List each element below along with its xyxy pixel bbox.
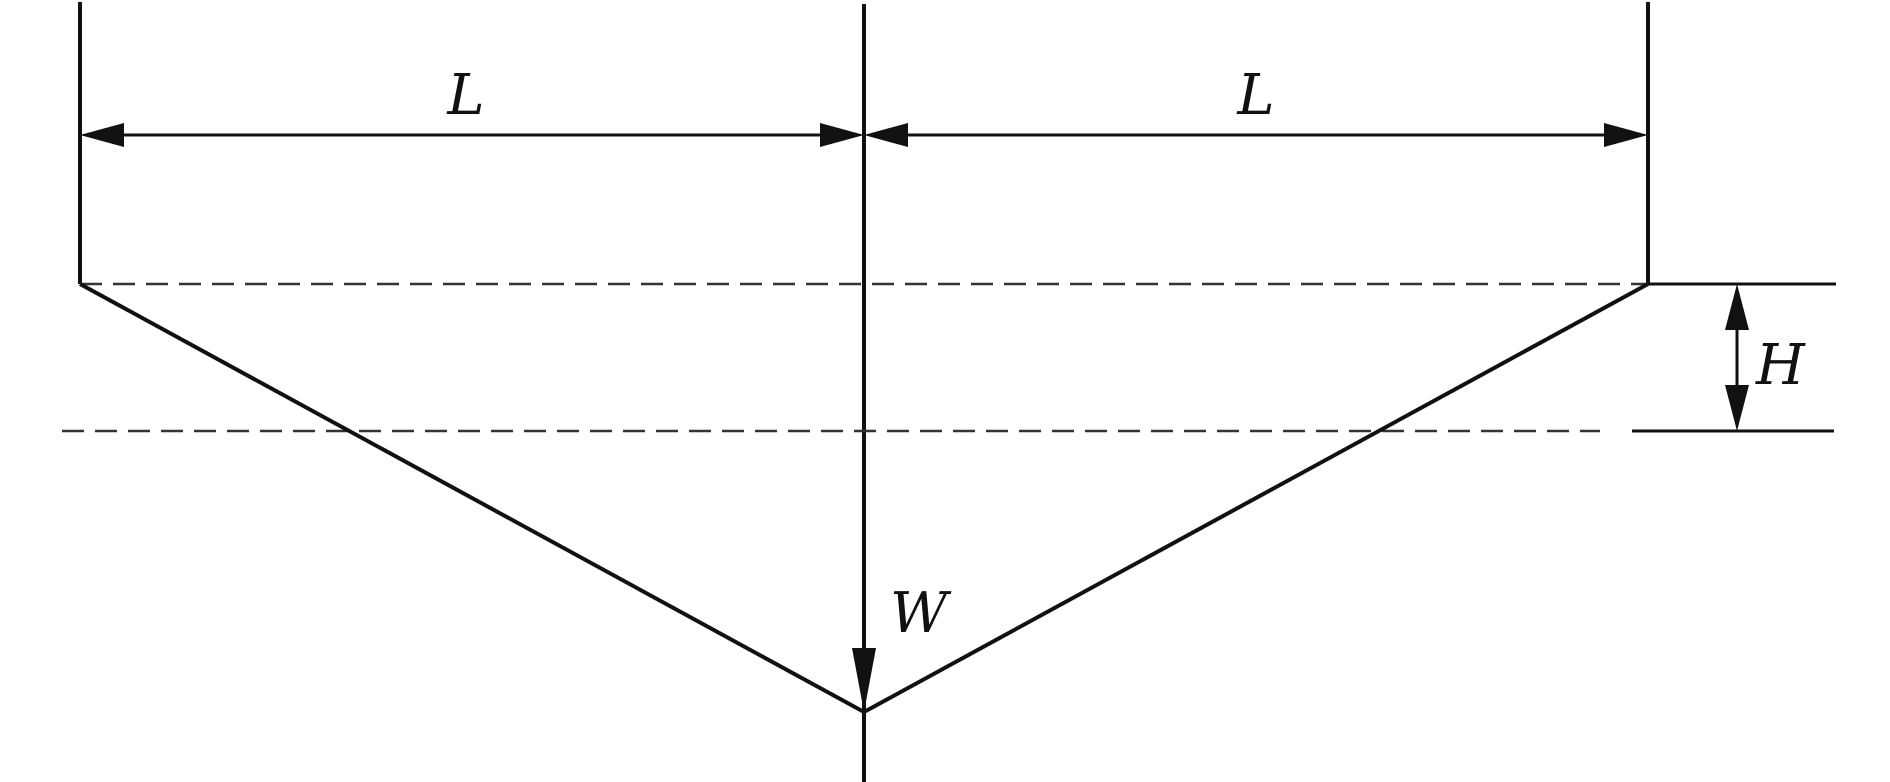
- right-span-arrowhead-left: [864, 123, 908, 147]
- left-span-arrowhead-left: [80, 123, 124, 147]
- left-span-arrowhead-right: [820, 123, 864, 147]
- right-span-label: L: [1236, 63, 1274, 128]
- height-arrowhead-up: [1725, 284, 1749, 330]
- left-span-label: L: [446, 63, 484, 128]
- height-arrowhead-down: [1725, 385, 1749, 431]
- height-label: H: [1755, 333, 1806, 398]
- load-label: W: [890, 581, 952, 646]
- load-arrowhead: [852, 648, 876, 712]
- right-span-arrowhead-right: [1604, 123, 1648, 147]
